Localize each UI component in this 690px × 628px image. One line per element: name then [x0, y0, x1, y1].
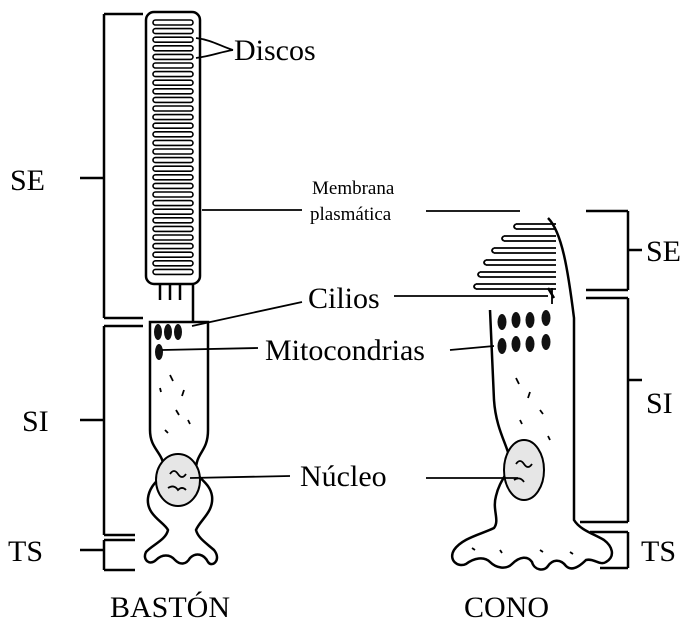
label-ts-right: TS	[641, 535, 676, 568]
label-se-left: SE	[10, 164, 45, 197]
rod-disc	[153, 54, 193, 59]
label-cilios: Cilios	[308, 282, 380, 315]
bracket-si-right	[580, 298, 642, 522]
rod-disc	[153, 244, 193, 249]
cone-nucleus	[504, 440, 544, 500]
label-nucleo: Núcleo	[300, 460, 387, 493]
mitochondrion	[512, 336, 521, 352]
bracket-se-left	[80, 14, 143, 318]
mitochondrion	[526, 336, 535, 352]
rod-disc	[153, 123, 193, 128]
cone-lamella	[474, 284, 556, 289]
label-baston: BASTÓN	[110, 591, 230, 623]
cone-lamella	[492, 248, 556, 253]
cone-lamella	[478, 272, 556, 277]
rod-disc	[153, 201, 193, 206]
rod-disc	[153, 149, 193, 154]
pointer-discos	[196, 38, 233, 58]
rod-disc	[153, 63, 193, 68]
cone-lamella	[484, 260, 556, 265]
mitochondrion	[526, 312, 535, 328]
cone-discs	[474, 224, 556, 289]
cone-lamella	[502, 236, 556, 241]
pointer-mitocondrias-cone	[450, 346, 494, 350]
mitochondrion	[498, 314, 507, 330]
rod-disc	[153, 175, 193, 180]
rod-disc	[153, 209, 193, 214]
cone-outer-segment	[452, 218, 612, 569]
rod-disc	[153, 269, 193, 274]
mitochondrion	[542, 334, 551, 350]
rod-disc	[153, 97, 193, 102]
rod-disc	[153, 106, 193, 111]
label-mitocondrias: Mitocondrias	[265, 334, 425, 367]
label-discos: Discos	[234, 34, 316, 67]
bracket-si-left	[80, 326, 143, 535]
label-si-left: SI	[22, 405, 49, 438]
rod-disc	[153, 72, 193, 77]
bracket-ts-left	[80, 540, 135, 570]
rod-disc	[153, 115, 193, 120]
rod-mitochondria	[154, 324, 182, 360]
cone-cell	[452, 218, 612, 569]
label-plasmatica: plasmática	[310, 204, 392, 225]
mitochondrion	[512, 312, 521, 328]
rod-disc	[153, 235, 193, 240]
mitochondrion	[174, 324, 182, 340]
rod-disc	[153, 37, 193, 42]
cone-lamella	[514, 224, 556, 229]
rod-cilium	[160, 284, 193, 322]
rod-disc	[153, 192, 193, 197]
rod-disc	[153, 20, 193, 25]
rod-disc	[153, 226, 193, 231]
label-se-right: SE	[646, 235, 681, 268]
rod-cell	[145, 12, 217, 564]
label-ts-left: TS	[8, 535, 43, 568]
rod-inner-segment	[145, 322, 217, 564]
rod-nucleus	[156, 454, 200, 506]
rod-disc	[153, 183, 193, 188]
rod-disc	[153, 80, 193, 85]
rod-disc	[153, 140, 193, 145]
pointer-nucleo-rod	[190, 476, 290, 478]
pointer-cilios-rod	[192, 302, 302, 326]
rod-disc	[153, 46, 193, 51]
rod-disc	[153, 218, 193, 223]
label-si-right: SI	[646, 387, 673, 420]
label-membrana: Membrana	[312, 178, 395, 199]
mitochondrion	[498, 338, 507, 354]
rod-disc	[153, 166, 193, 171]
rod-disc	[153, 89, 193, 94]
bracket-se-right	[586, 211, 642, 290]
mitochondrion	[155, 344, 163, 360]
label-cono: CONO	[464, 591, 549, 623]
rod-discs	[153, 20, 193, 274]
mitochondrion	[164, 324, 172, 340]
mitochondrion	[154, 324, 162, 340]
mitochondrion	[542, 310, 551, 326]
cone-mitochondria	[498, 310, 551, 354]
rod-disc	[153, 261, 193, 266]
rod-disc	[153, 252, 193, 257]
pointer-mitocondrias-rod	[162, 348, 258, 350]
rod-disc	[153, 29, 193, 34]
rod-disc	[153, 132, 193, 137]
rod-disc	[153, 158, 193, 163]
